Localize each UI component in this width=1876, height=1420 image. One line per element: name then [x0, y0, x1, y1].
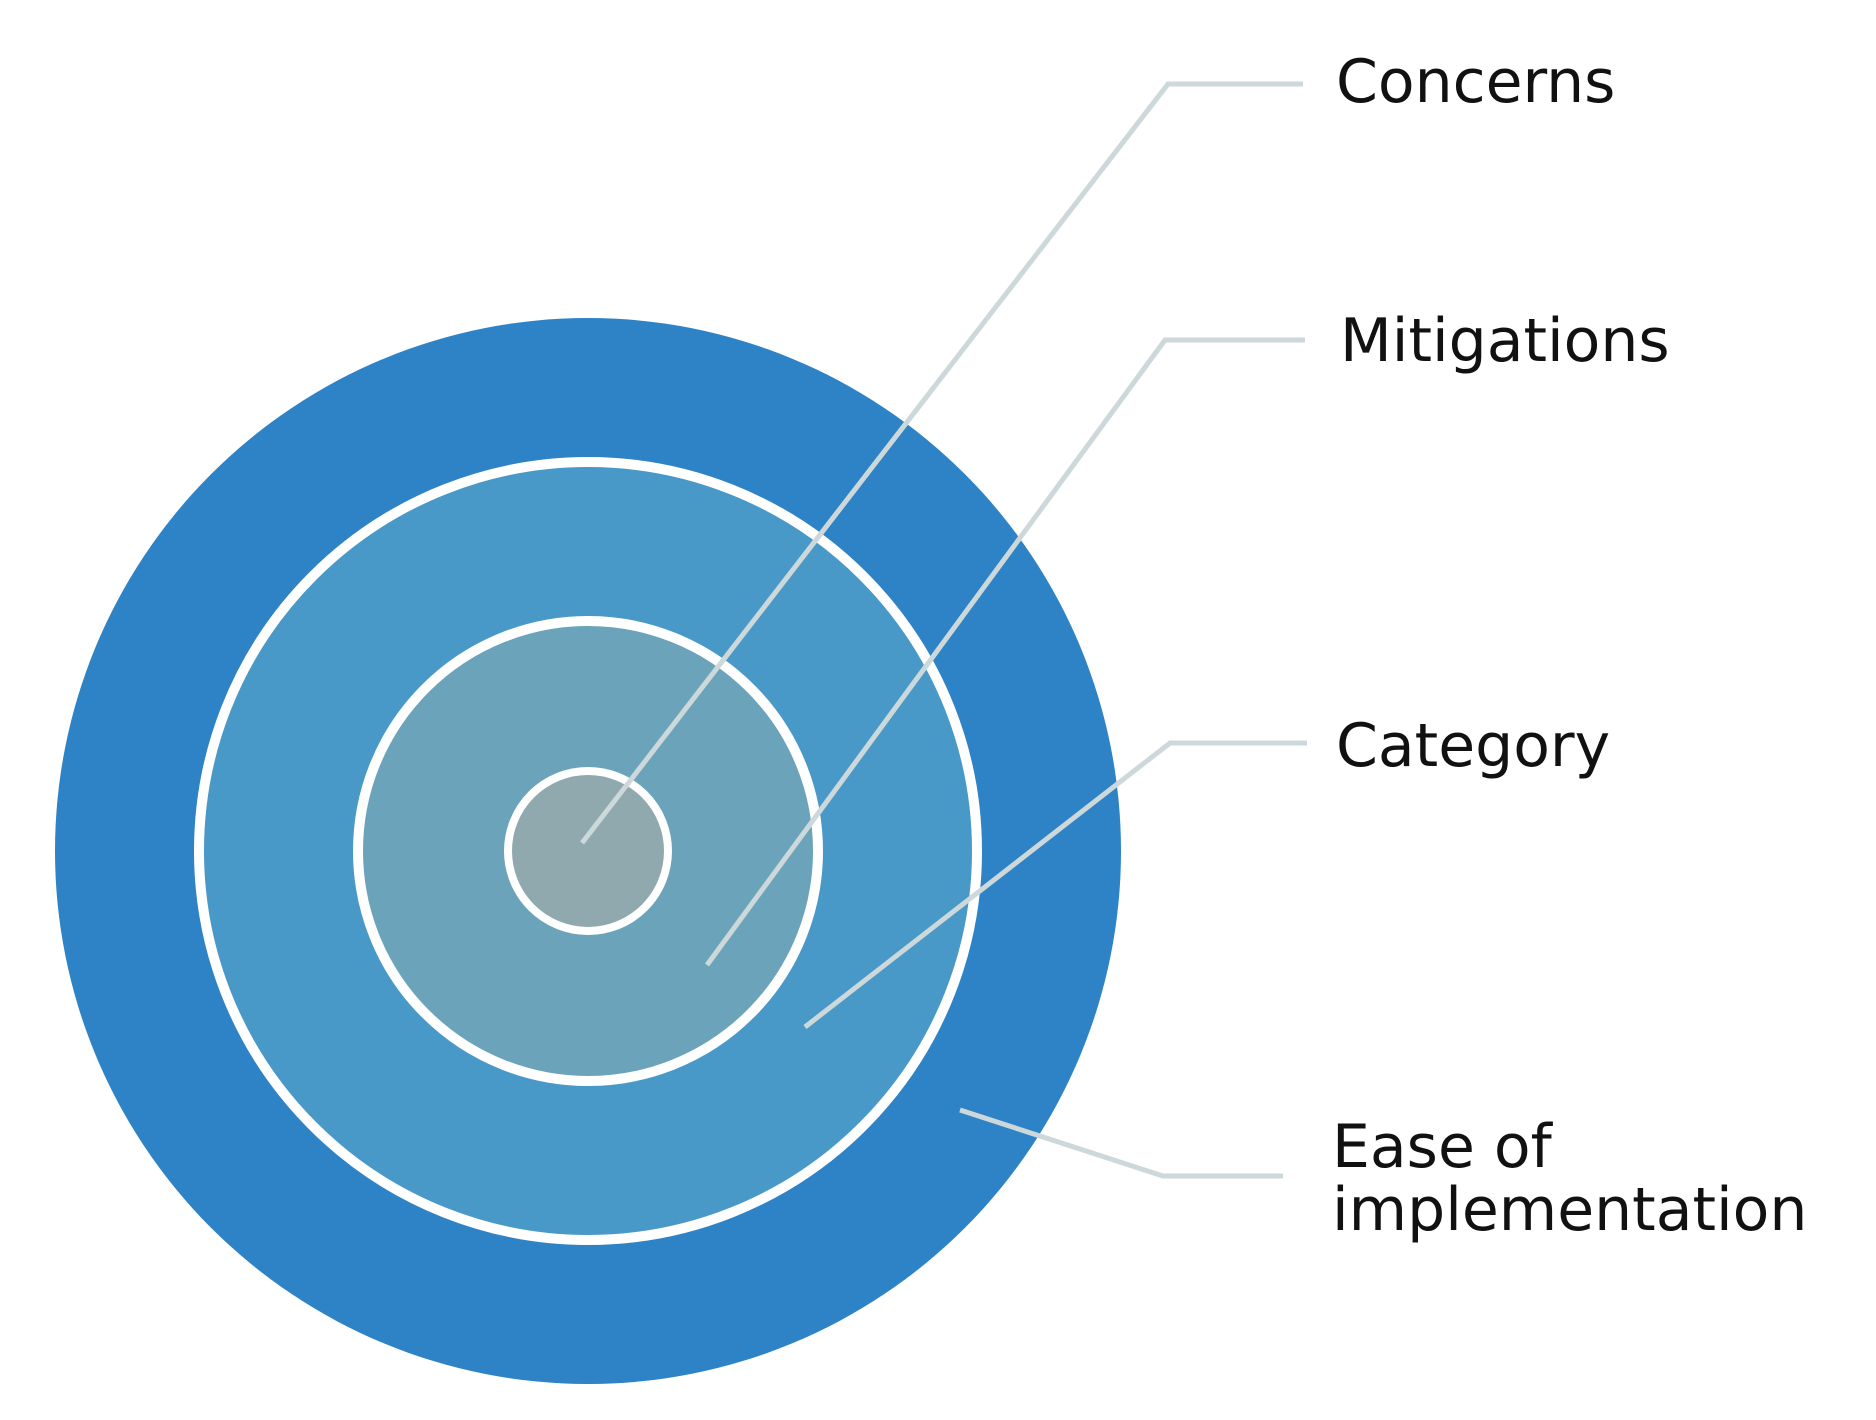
ring-concerns	[504, 767, 672, 935]
label-concerns: Concerns	[1336, 47, 1616, 117]
leader-line-ease-of-implementation	[959, 1107, 1283, 1179]
label-category: Category	[1336, 711, 1611, 781]
label-mitigations: Mitigations	[1340, 306, 1670, 376]
leader-line-concerns	[580, 81, 1303, 845]
leader-line-mitigations	[704, 337, 1305, 967]
label-ease-of-implementation: Ease of implementation	[1332, 1112, 1808, 1245]
leader-line-category	[803, 740, 1307, 1029]
